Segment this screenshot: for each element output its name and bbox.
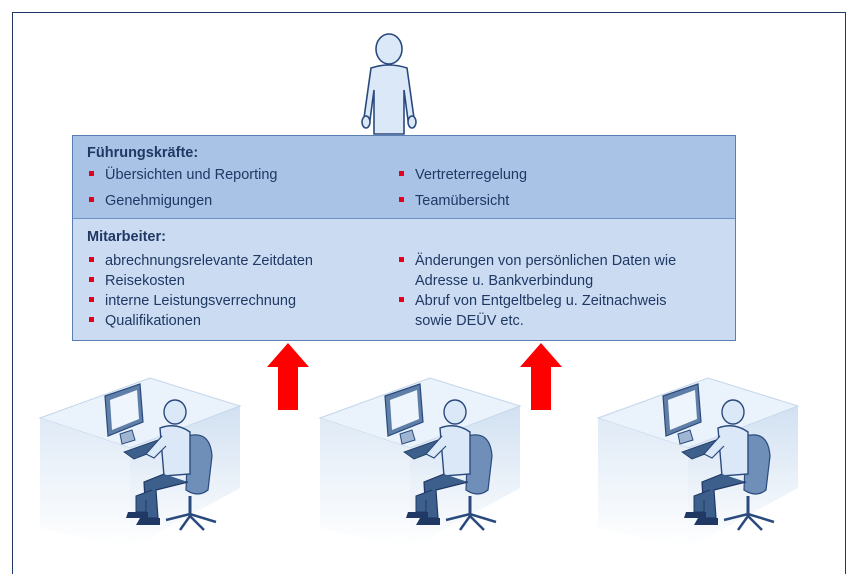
bullet-icon: [399, 257, 404, 262]
bullet-icon: [89, 297, 94, 302]
employee-item: Änderungen von persönlichen Daten wie: [415, 253, 677, 269]
employee-item: interne Leistungsverrechnung: [105, 293, 297, 309]
manager-section: Führungskräfte: Übersichten und Reportin…: [73, 136, 735, 219]
employee-item-continuation: sowie DEÜV etc.: [415, 313, 524, 329]
employee-item: abrechnungsrelevante Zeitdaten: [105, 253, 313, 269]
employee-item: Abruf von Entgeltbeleg u. Zeitnachweis: [415, 293, 667, 309]
manager-item: Übersichten und Reporting: [105, 167, 278, 183]
employee-item: Qualifikationen: [105, 313, 201, 329]
bullet-icon: [399, 197, 404, 202]
bullet-icon: [89, 257, 94, 262]
bullet-icon: [89, 171, 94, 176]
employee-section: Mitarbeiter: abrechnungsrelevante Zeitda…: [73, 219, 735, 340]
bullet-icon: [89, 317, 94, 322]
bullet-icon: [399, 297, 404, 302]
manager-item: Vertreterregelung: [415, 167, 528, 183]
employee-section-title: Mitarbeiter:: [87, 229, 166, 245]
manager-section-title: Führungskräfte:: [87, 145, 199, 161]
manager-item: Genehmigungen: [105, 193, 213, 209]
info-panel: Führungskräfte: Übersichten und Reportin…: [72, 135, 736, 341]
employee-item-continuation: Adresse u. Bankverbindung: [415, 273, 594, 289]
bullet-icon: [89, 197, 94, 202]
bullet-icon: [89, 277, 94, 282]
employee-item: Reisekosten: [105, 273, 185, 289]
manager-item: Teamübersicht: [415, 193, 510, 209]
bullet-icon: [399, 171, 404, 176]
